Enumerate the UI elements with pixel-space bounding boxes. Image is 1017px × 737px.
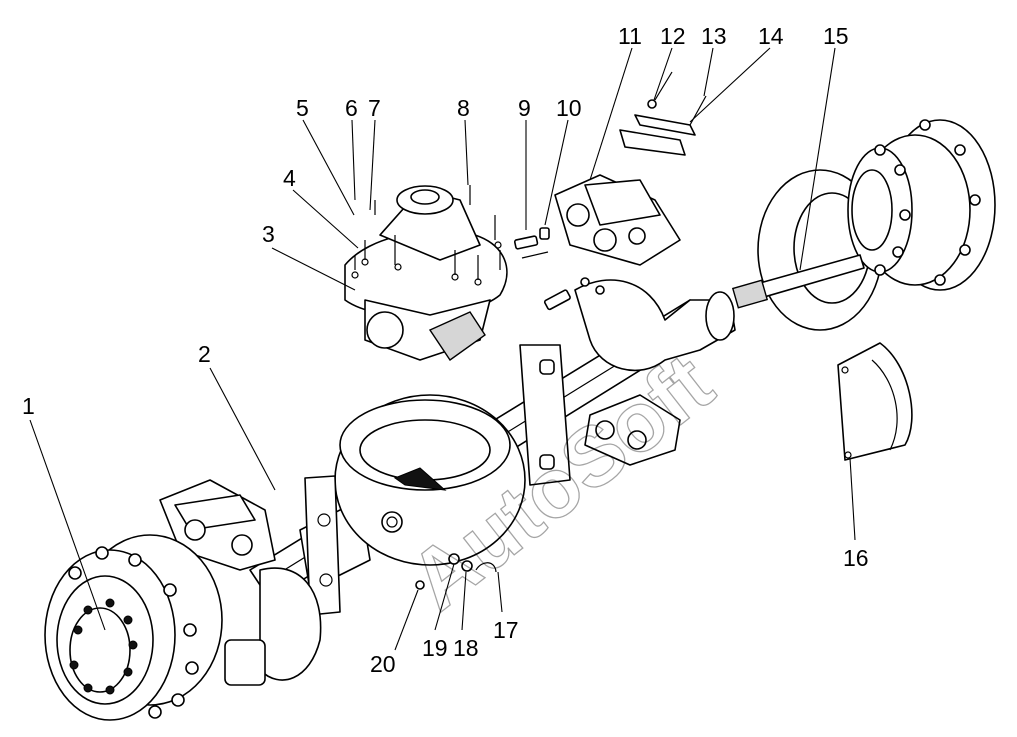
hub-bolts	[68, 546, 199, 719]
callout-20: 20	[370, 651, 396, 677]
axle-housing	[249, 279, 736, 616]
left-hub-drum	[44, 534, 223, 721]
callout-4: 4	[283, 165, 296, 191]
callout-8: 8	[457, 95, 470, 121]
right-caliper	[554, 174, 681, 466]
axle-shaft	[731, 254, 865, 309]
differential-carrier	[344, 185, 508, 361]
callout-18: 18	[453, 635, 479, 661]
caliper-bolts	[513, 227, 605, 311]
callout-2: 2	[198, 341, 211, 367]
callout-9: 9	[518, 95, 531, 121]
caliper-pad-bolts	[619, 71, 707, 156]
hub-bolts-right	[874, 119, 981, 286]
wheel-studs	[69, 598, 138, 695]
callout-14: 14	[758, 23, 784, 49]
callout-15: 15	[823, 23, 849, 49]
callout-6: 6	[345, 95, 358, 121]
callout-10: 10	[556, 95, 582, 121]
callout-1: 1	[22, 393, 35, 419]
callout-11: 11	[618, 23, 642, 49]
leader-lines	[29, 47, 856, 651]
callout-13: 13	[701, 23, 727, 49]
carrier-studs	[354, 185, 501, 280]
carrier-nuts	[351, 241, 502, 286]
callout-19: 19	[422, 635, 448, 661]
drain-fittings	[415, 553, 497, 590]
callouts: 1 2 3 4 5 6 7 8 9 10 11 12 13 14 15 16 1…	[22, 23, 869, 677]
callout-3: 3	[262, 221, 275, 247]
callout-5: 5	[296, 95, 309, 121]
callout-17: 17	[493, 617, 519, 643]
callout-7: 7	[368, 95, 381, 121]
dust-shield	[837, 342, 913, 461]
right-hub	[847, 119, 996, 291]
callout-16: 16	[843, 545, 869, 571]
callout-12: 12	[660, 23, 686, 49]
